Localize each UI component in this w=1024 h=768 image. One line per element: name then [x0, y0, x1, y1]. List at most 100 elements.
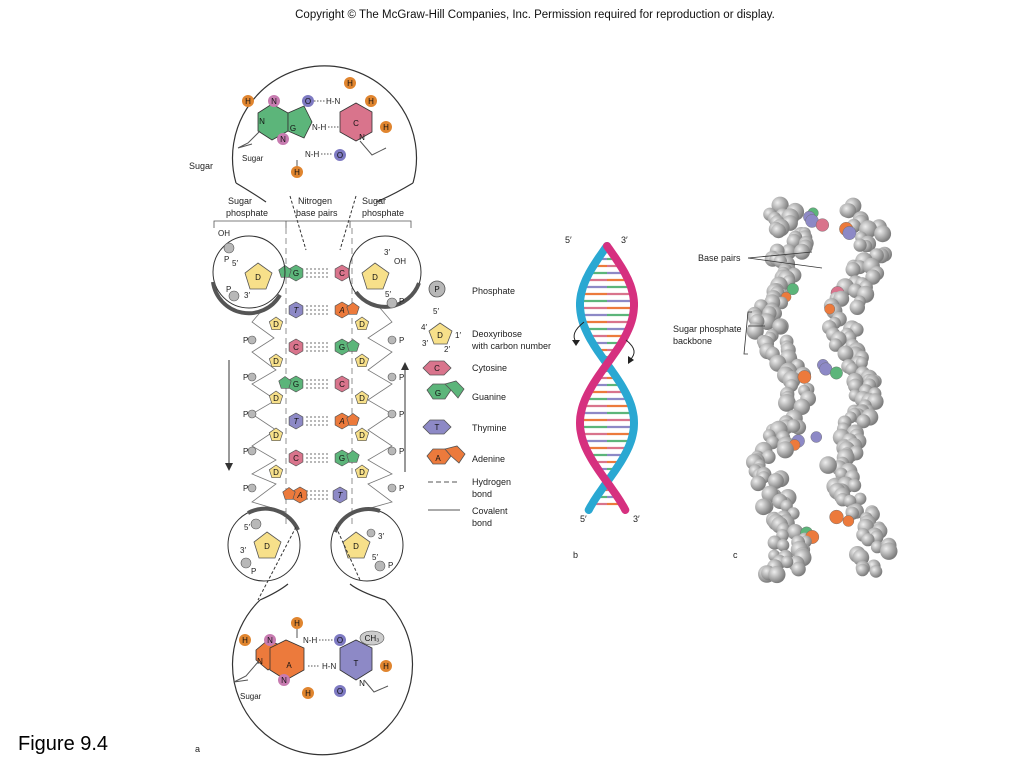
h-bond-label: H-N: [326, 97, 340, 106]
oh-label: OH: [394, 257, 406, 266]
phosphate-label: P: [388, 561, 393, 570]
oxygen-atom: [334, 634, 346, 646]
atom-label: H: [294, 168, 300, 177]
backbone-atom: [855, 356, 868, 369]
sugar-phosphate-backbone-label: Sugar phosphate: [673, 324, 742, 334]
bottom-base-a: A: [286, 661, 292, 670]
panel-b-label: b: [573, 550, 578, 560]
guanine-base: G: [278, 264, 304, 282]
base-pair-atom: [829, 509, 844, 525]
phosphate-circle: [247, 483, 257, 493]
backbone-atom: [854, 492, 867, 505]
nitrogen-atom: [278, 674, 290, 686]
atom-label: N: [359, 679, 365, 688]
phosphate-label: P: [243, 336, 248, 345]
panel-a: G C H N O H H H N O H N N H-N: [189, 65, 551, 756]
phosphate-circle: [386, 297, 398, 309]
sugar-d-label: D: [273, 394, 279, 403]
helix-base-pairs: [580, 250, 634, 506]
phosphate-circle: [247, 335, 257, 345]
backbone-atom: [874, 225, 892, 243]
sugar-deoxyribose: D: [268, 316, 284, 331]
backbone-atom: [750, 475, 766, 492]
thymine-base: T: [332, 486, 348, 504]
sugar-deoxyribose: D: [354, 390, 370, 405]
base-letter: G: [293, 269, 299, 278]
base-letter: A: [338, 306, 344, 315]
phosphate-label: P: [224, 255, 229, 264]
cytosine-base: C: [334, 375, 350, 393]
legend-covalent-bond-label-2: bond: [472, 518, 492, 528]
base-pair-atom: [797, 370, 812, 384]
hydrogen-atom: [380, 660, 392, 672]
h-bond-label: N-H: [312, 123, 326, 132]
header-nitrogen-base-pairs: Nitrogen: [298, 196, 332, 206]
helix-bottom-3prime: 3′: [633, 514, 640, 524]
corner-zoom-bottom-right: D 3′ 5′ P: [330, 507, 404, 582]
base-pair-atom: [842, 515, 855, 527]
base-pair-atom: [810, 431, 822, 443]
phosphate-label: P: [243, 410, 248, 419]
atom-label: H: [347, 79, 353, 88]
atom-label: N: [259, 117, 265, 126]
atom-label: N: [257, 657, 263, 666]
carbon-number: 1′: [455, 331, 461, 340]
sugar-d-label: D: [273, 431, 279, 440]
atom-spheres: [746, 196, 898, 584]
sugar-inner-label: Sugar: [242, 154, 264, 163]
sugar-d-label: D: [359, 357, 365, 366]
three-prime-label: 3′: [240, 546, 246, 555]
backbone-atom: [841, 203, 857, 219]
phosphate-label: P: [399, 336, 404, 345]
sugar-label: Sugar: [189, 161, 213, 171]
carbon-number: 2′: [444, 345, 450, 354]
carbon-number: 4′: [421, 323, 427, 332]
backbone-atom: [746, 322, 764, 340]
guanine-base: G: [334, 449, 360, 467]
backbone-atom: [819, 456, 837, 474]
phosphate-circle: [387, 446, 397, 456]
base-pair-row: D D P P C G: [243, 449, 404, 493]
hydrogen-atom: [291, 166, 303, 178]
header-sugar-phosphate-left: Sugar: [228, 196, 252, 206]
phosphate-label: P: [251, 567, 256, 576]
legend-hydrogen-bond-label: Hydrogen: [472, 477, 511, 487]
legend: P Phosphate D 5′ 4′ 1′ 3′ 2′ Deoxyribose…: [421, 280, 551, 528]
backbone-atom: [772, 319, 787, 334]
corner-zoom-top-left: OH P 5′ D P 3′: [211, 229, 286, 316]
five-prime-label: 5′: [232, 259, 238, 268]
backbone-atom: [856, 563, 869, 577]
h-bond-label: N-H: [303, 636, 317, 645]
atom-label: O: [337, 687, 343, 696]
phosphate-label: P: [243, 447, 248, 456]
phosphate-circle: [247, 409, 257, 419]
backbone-atom: [845, 362, 859, 376]
backbone-atom: [837, 345, 854, 362]
header-sugar-phosphate-right-2: phosphate: [362, 208, 404, 218]
nitrogen-atom: [277, 133, 289, 145]
atom-label: H: [294, 619, 300, 628]
sugar-deoxyribose: D: [354, 464, 370, 479]
base-letter: C: [339, 380, 345, 389]
column-headers: Sugar phosphate Nitrogen base pairs Suga…: [213, 196, 412, 528]
backbone-atom: [828, 338, 843, 352]
backbone-atom: [786, 419, 801, 433]
hydrogen-atom: [380, 121, 392, 133]
phosphate-symbol: [428, 280, 446, 298]
sugar-d-label: D: [273, 468, 279, 477]
legend-thymine-label: Thymine: [472, 423, 507, 433]
sugar-deoxyribose: D: [268, 464, 284, 479]
oxygen-atom: [334, 149, 346, 161]
backbone-atom: [845, 262, 861, 277]
sugar-deoxyribose: D: [354, 353, 370, 368]
base-letter: T: [294, 417, 300, 426]
header-sugar-phosphate-right: Sugar: [362, 196, 386, 206]
cytosine-base: C: [288, 449, 304, 467]
base-pair-atom: [824, 303, 836, 315]
sugar-d-label: D: [273, 320, 279, 329]
hydrogen-atom: [291, 617, 303, 629]
phosphate-label: P: [399, 484, 404, 493]
header-nitrogen-base-pairs-2: base pairs: [296, 208, 338, 218]
